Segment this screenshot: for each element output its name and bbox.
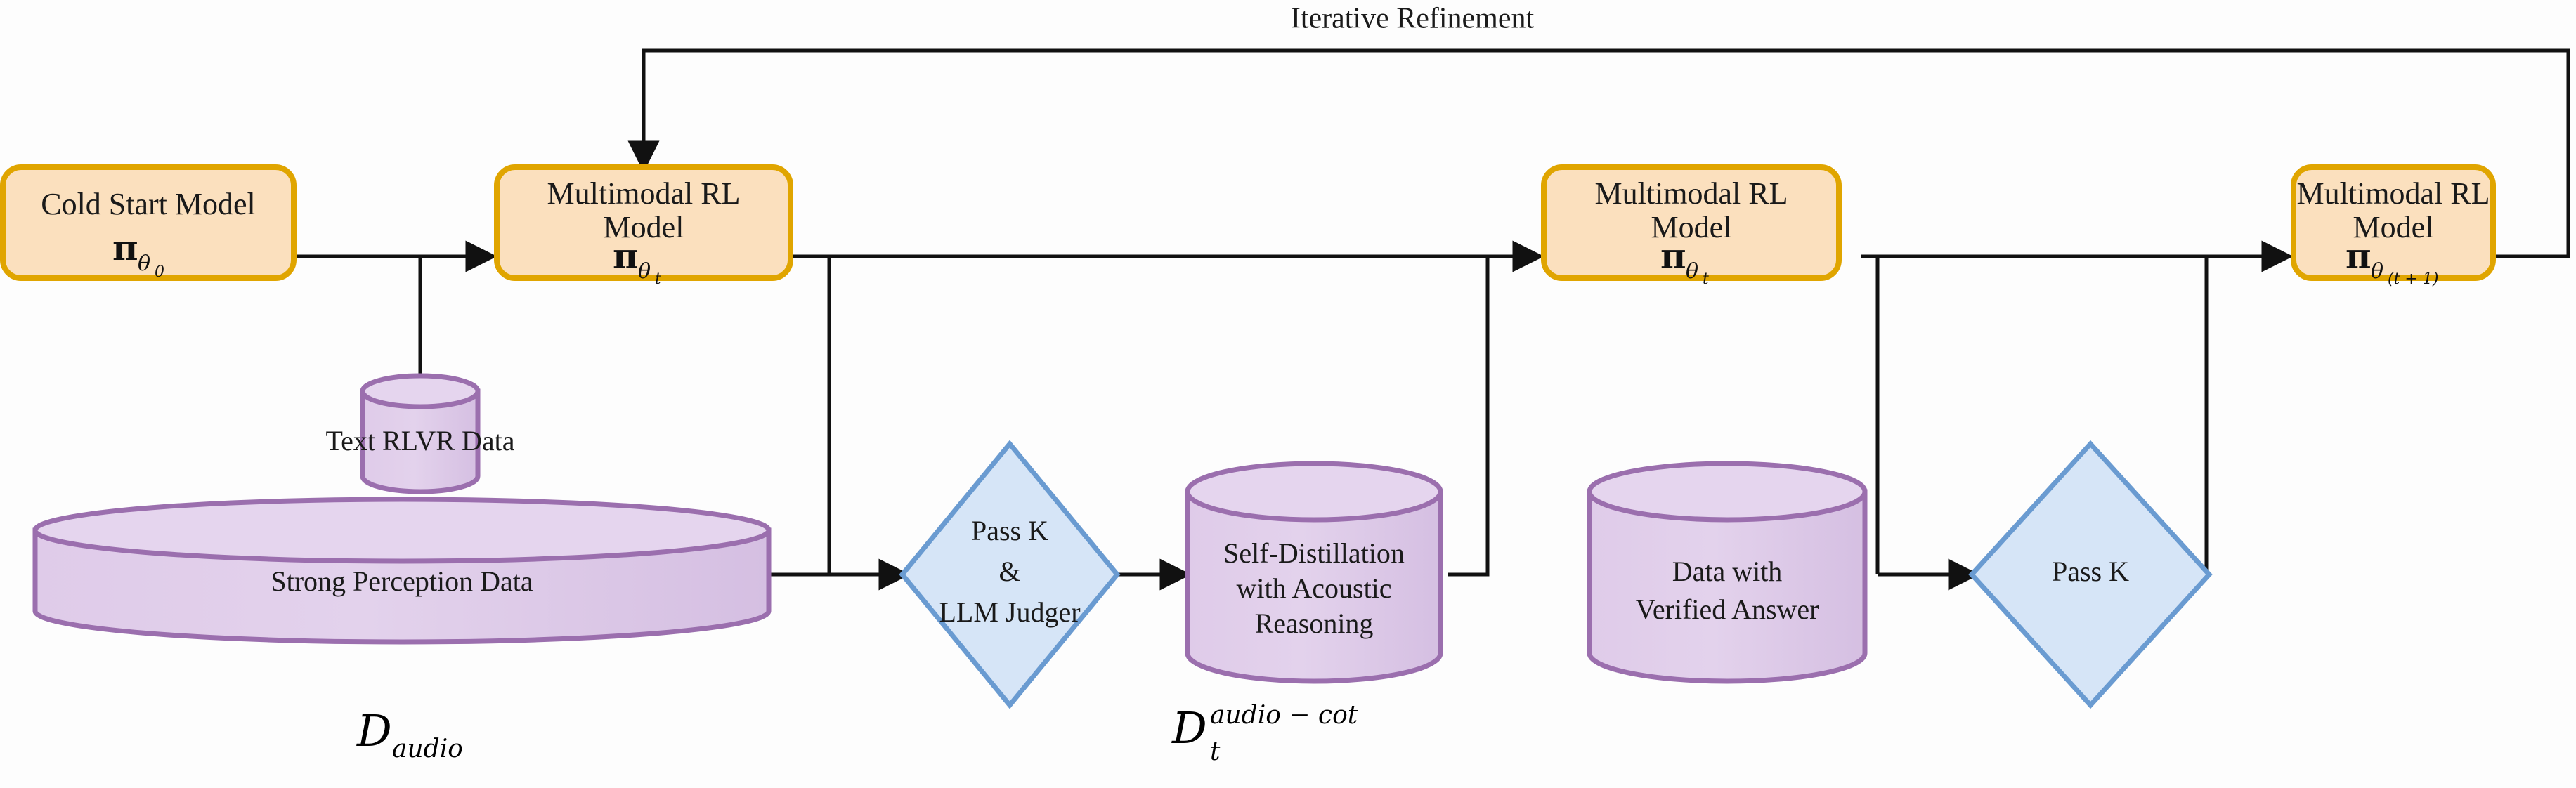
multimodal-rl-model-t-right-label-line1: Multimodal RL [1595, 176, 1788, 211]
text-rlvr-data-top [360, 373, 481, 409]
multimodal-rl-model-t-left-pi-symbol: π [613, 235, 639, 277]
self-distillation-label-line3: Reasoning [1255, 608, 1374, 639]
multimodal-rl-model-t-right-shape [1541, 164, 1842, 281]
multimodal-rl-model-t-right-pi-subscript: θ [1686, 259, 1698, 284]
edge-iterative-refinement [627, 48, 2570, 258]
multimodal-rl-model-t-left-pi-subscript: θ [638, 259, 651, 284]
multimodal-rl-model-t-left-shape [494, 164, 793, 281]
strong-perception-data-top [32, 497, 772, 564]
math-label-d-t-audio-cot: D audio − cot t [1171, 701, 1358, 766]
multimodal-rl-model-t-plus-1-pi-subsubscript: (t + 1) [2388, 270, 2438, 288]
d-audio-subscript: audio [392, 735, 463, 763]
self-distillation-label-line2: with Acoustic [1236, 572, 1391, 604]
self-distillation-body [1185, 489, 1443, 684]
cold-start-model-pi-symbol: π [112, 227, 138, 268]
pass-k-label: Pass K [2052, 556, 2129, 587]
math-label-d-audio: D audio [356, 705, 463, 763]
pass-k-shape [1968, 440, 2213, 709]
d-audio-base: D [356, 705, 392, 756]
multimodal-rl-model-t-left-label-line1: Multimodal RL [547, 176, 741, 211]
multimodal-rl-model-t-plus-1-label-line2: Model [2353, 210, 2434, 244]
self-distillation-label-line1: Self-Distillation [1223, 537, 1405, 569]
node-cold-start-model[interactable]: Cold Start Model π θ 0 [0, 164, 297, 281]
node-multimodal-rl-model-t-plus-1[interactable]: Multimodal RL Model π θ (t + 1) [2291, 164, 2496, 288]
d-t-audio-cot-base: D [1171, 702, 1207, 754]
multimodal-rl-model-t-right-pi-subsubscript: t [1703, 270, 1709, 288]
multimodal-rl-model-t-plus-1-pi-symbol: π [2346, 235, 2372, 277]
edge-layer [294, 48, 2570, 591]
text-rlvr-data-body [360, 388, 481, 494]
multimodal-rl-model-t-left-pi-subsubscript: t [655, 270, 661, 288]
pass-k-llm-judger-label-line1: Pass K [971, 515, 1048, 546]
node-multimodal-rl-model-t-right[interactable]: Multimodal RL Model π θ t [1541, 164, 1842, 288]
edge-selfdistill-to-box3 [1448, 256, 1490, 577]
pass-k-llm-judger-shape [899, 440, 1121, 709]
data-with-verified-answer-label-line2: Verified Answer [1635, 593, 1819, 625]
node-strong-perception-data[interactable]: Strong Perception Data [32, 497, 772, 645]
cold-start-model-shape [0, 164, 297, 281]
node-data-with-verified-answer[interactable]: Data with Verified Answer [1587, 461, 1868, 684]
node-multimodal-rl-model-t-left[interactable]: Multimodal RL Model π θ t [494, 164, 793, 288]
strong-perception-data-label: Strong Perception Data [271, 565, 533, 597]
d-t-audio-cot-subscript: t [1210, 737, 1221, 766]
pass-k-llm-judger-label-line3: LLM Judger [939, 596, 1080, 628]
multimodal-rl-model-t-plus-1-shape [2291, 164, 2496, 281]
node-pass-k[interactable]: Pass K [1968, 440, 2213, 709]
multimodal-rl-model-t-plus-1-pi-subscript: θ [2371, 259, 2383, 284]
multimodal-rl-model-t-plus-1-label-line1: Multimodal RL [2297, 176, 2490, 211]
node-pass-k-llm-judger[interactable]: Pass K & LLM Judger [899, 440, 1121, 709]
data-with-verified-answer-top [1587, 461, 1868, 523]
multimodal-rl-model-t-right-pi-symbol: π [1660, 235, 1686, 277]
multimodal-rl-model-t-left-label-line2: Model [604, 210, 684, 244]
self-distillation-top [1185, 461, 1443, 523]
d-t-audio-cot-superscript: audio − cot [1210, 701, 1358, 730]
cold-start-model-pi-subsubscript: 0 [155, 263, 164, 281]
data-with-verified-answer-body [1587, 489, 1868, 684]
node-text-rlvr-data[interactable]: Text RLVR Data [325, 373, 515, 494]
node-self-distillation[interactable]: Self-Distillation with Acoustic Reasonin… [1185, 461, 1443, 684]
cold-start-model-label-line1: Cold Start Model [41, 187, 256, 221]
data-with-verified-answer-label-line1: Data with [1672, 556, 1783, 587]
cold-start-model-pi-subscript: θ [138, 251, 150, 276]
pass-k-llm-judger-label-line2: & [998, 556, 1020, 587]
text-rlvr-data-label: Text RLVR Data [325, 425, 514, 457]
edge-label-iterative-refinement: Iterative Refinement [1291, 3, 1535, 35]
multimodal-rl-model-t-right-label-line2: Model [1651, 210, 1732, 244]
